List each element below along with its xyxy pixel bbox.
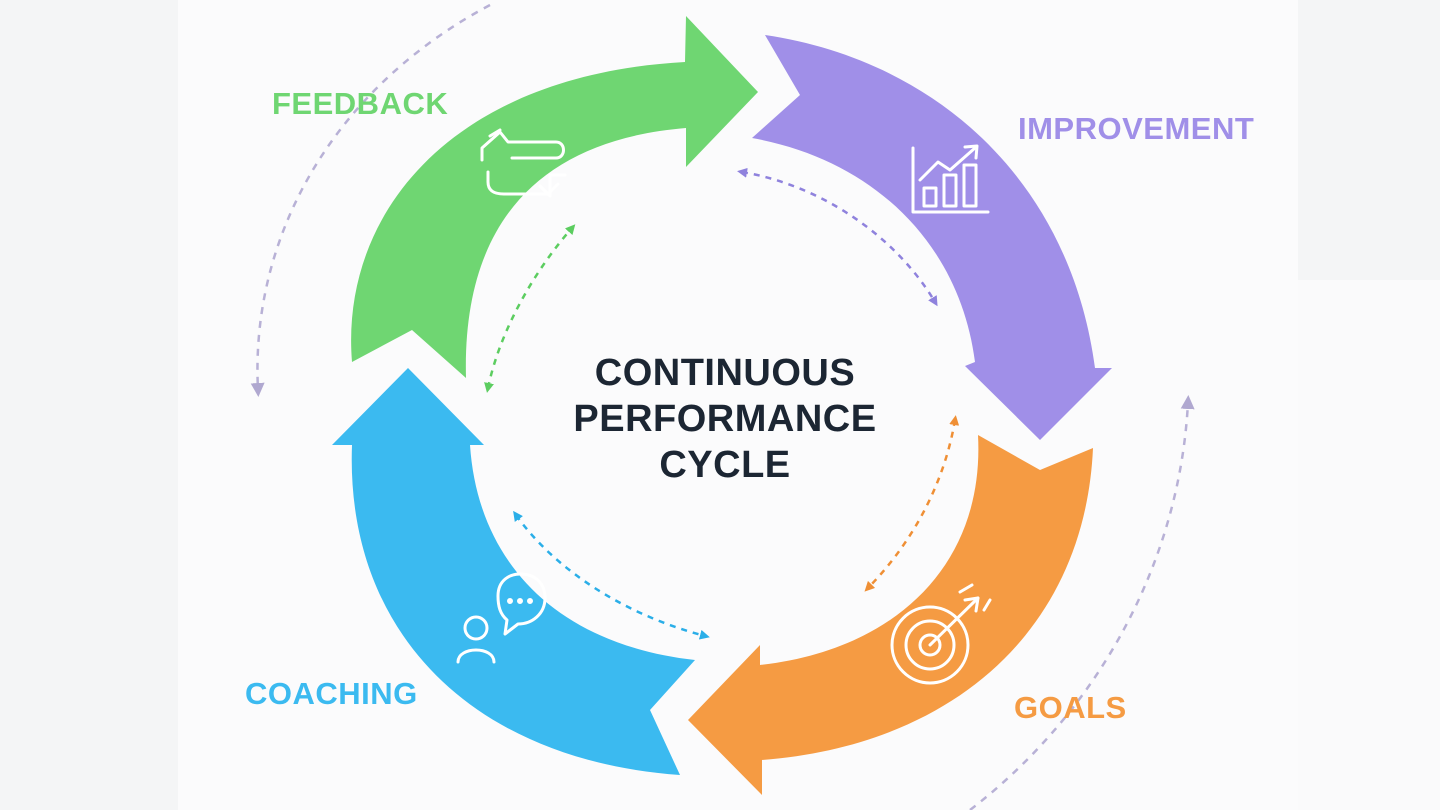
improvement-label: IMPROVEMENT [1018, 111, 1255, 146]
inner-connector-blue [513, 510, 710, 640]
target-icon [890, 583, 992, 685]
center-title-line1: CONTINUOUS [594, 352, 856, 394]
inner-connector-purple [737, 167, 938, 307]
outer-connector-right [969, 395, 1195, 810]
goals-label: GOALS [1014, 690, 1127, 725]
outer-connector-left [250, 3, 491, 397]
growth-chart-icon [911, 144, 990, 214]
coaching-chat-icon [456, 572, 547, 664]
center-title-line3: CYCLE [659, 444, 791, 486]
inner-connector-orange [864, 415, 960, 592]
coaching-label: COACHING [245, 676, 418, 711]
center-title-line2: PERFORMANCE [573, 398, 877, 440]
center-title: CONTINUOUS PERFORMANCE CYCLE [530, 350, 920, 488]
feedback-cycle-arrows-icon [480, 128, 567, 198]
feedback-label: FEEDBACK [272, 86, 449, 121]
background-panel [1298, 280, 1440, 810]
goals-arrow [688, 435, 1093, 795]
feedback-arrow [351, 16, 758, 378]
